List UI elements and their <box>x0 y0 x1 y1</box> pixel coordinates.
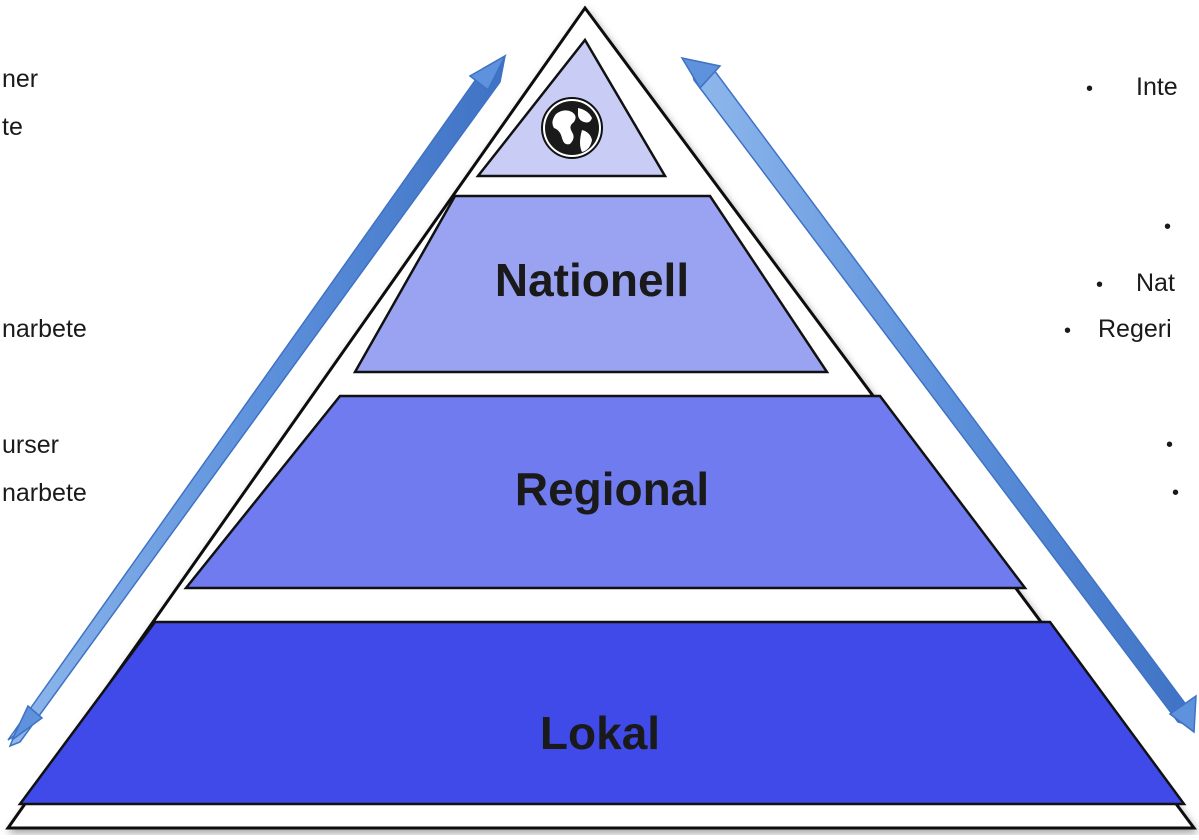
left-text-1: ner <box>2 65 39 93</box>
level-lokal <box>17 620 1187 806</box>
right-text-1: Inte <box>1136 73 1178 101</box>
level-nationell <box>352 194 830 374</box>
right-bullet-2: • <box>1164 216 1172 238</box>
label-lokal: Lokal <box>540 707 660 759</box>
right-bullet-5: • <box>1166 434 1174 456</box>
left-text-2: te <box>2 113 23 141</box>
left-text-4: urser <box>2 431 59 459</box>
right-double-arrow <box>680 56 1197 734</box>
left-text-3: narbete <box>2 315 87 343</box>
right-text-4: Regeri <box>1098 315 1172 343</box>
level-regional <box>183 394 1028 590</box>
globe-icon <box>541 97 603 159</box>
left-text-5: narbete <box>2 479 87 507</box>
right-text-3: Nat <box>1136 269 1175 297</box>
label-regional: Regional <box>515 463 709 515</box>
right-bullet-6: • <box>1172 482 1180 504</box>
right-bullet-3: • <box>1096 274 1104 296</box>
label-nationell: Nationell <box>495 254 689 306</box>
left-double-arrow <box>7 54 507 748</box>
right-bullet-1: • <box>1086 78 1094 100</box>
right-bullet-4: • <box>1064 320 1072 342</box>
